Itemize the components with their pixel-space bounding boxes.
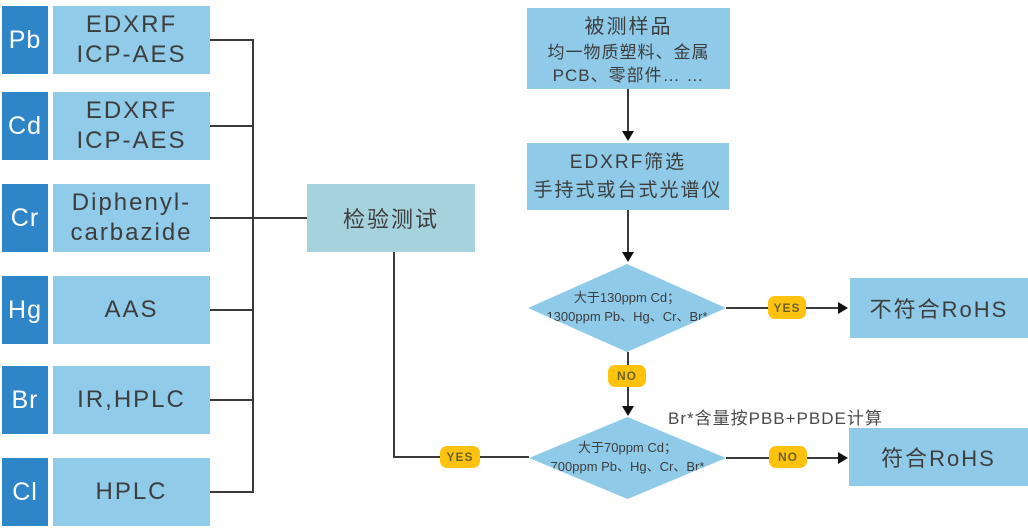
decision2-diamond: 大于70ppm Cd； 700ppm Pb、Hg、Cr、Br* <box>529 417 726 499</box>
connector-hg <box>210 309 253 311</box>
connector-br <box>210 399 253 401</box>
method-box-cl: HPLC <box>53 458 210 526</box>
pass-rohs-box: 符合RoHS <box>849 428 1028 486</box>
connector-cl <box>210 491 253 493</box>
method-box-pb: EDXRF ICP-AES <box>53 6 210 74</box>
sample-box-body: 均一物质塑料、金属 PCB、零部件… … <box>547 42 710 85</box>
method-box-hg: AAS <box>53 276 210 344</box>
connector-trunk <box>252 39 254 493</box>
decision1-diamond: 大于130ppm Cd； 1300ppm Pb、Hg、Cr、Br* <box>528 264 726 352</box>
connector-center-down <box>393 252 395 458</box>
arrowhead-screen-decision1 <box>622 252 634 262</box>
fail-rohs-label: 不符合RoHS <box>869 297 1009 322</box>
yes-badge-decision1: YES <box>768 296 806 319</box>
edxrf-screen-label: EDXRF筛选 手持式或台式光谱仪 <box>533 151 723 201</box>
no-badge-decision2: NO <box>769 446 807 468</box>
arrowhead-decision2-pass <box>838 452 848 464</box>
method-box-cr: Diphenyl- carbazide <box>53 184 210 252</box>
arrowhead-decision1-fail <box>838 302 848 314</box>
decision1-label: 大于130ppm Cd； 1300ppm Pb、Hg、Cr、Br* <box>546 290 708 324</box>
decision2-label: 大于70ppm Cd； 700ppm Pb、Hg、Cr、Br* <box>550 440 705 474</box>
element-box-cd: Cd <box>2 92 48 160</box>
inspection-test-box: 检验测试 <box>307 184 475 252</box>
element-box-hg: Hg <box>2 276 48 344</box>
method-box-cd: EDXRF ICP-AES <box>53 92 210 160</box>
no-badge-decision1: NO <box>608 365 646 387</box>
fail-rohs-box: 不符合RoHS <box>850 278 1028 338</box>
sample-box-title: 被测样品 <box>584 15 673 38</box>
element-box-cr: Cr <box>2 184 48 252</box>
method-box-br: IR,HPLC <box>53 366 210 434</box>
element-box-pb: Pb <box>2 6 48 74</box>
element-box-cl: Cl <box>2 458 48 526</box>
element-box-br: Br <box>2 366 48 434</box>
pass-rohs-label: 符合RoHS <box>881 446 996 471</box>
edxrf-screen-box: EDXRF筛选 手持式或台式光谱仪 <box>527 143 729 210</box>
connector-pb <box>210 39 253 41</box>
connector-cd <box>210 125 253 127</box>
connector-sample-screen <box>627 89 629 131</box>
connector-cr-to-center <box>210 217 307 219</box>
yes-badge-center: YES <box>440 446 480 468</box>
connector-screen-decision1 <box>627 210 629 252</box>
arrowhead-sample-screen <box>622 131 634 141</box>
br-note: Br*含量按PBB+PBDE计算 <box>668 409 883 428</box>
arrowhead-decision1-decision2 <box>622 406 634 416</box>
sample-box: 被测样品 均一物质塑料、金属 PCB、零部件… … <box>527 8 730 89</box>
